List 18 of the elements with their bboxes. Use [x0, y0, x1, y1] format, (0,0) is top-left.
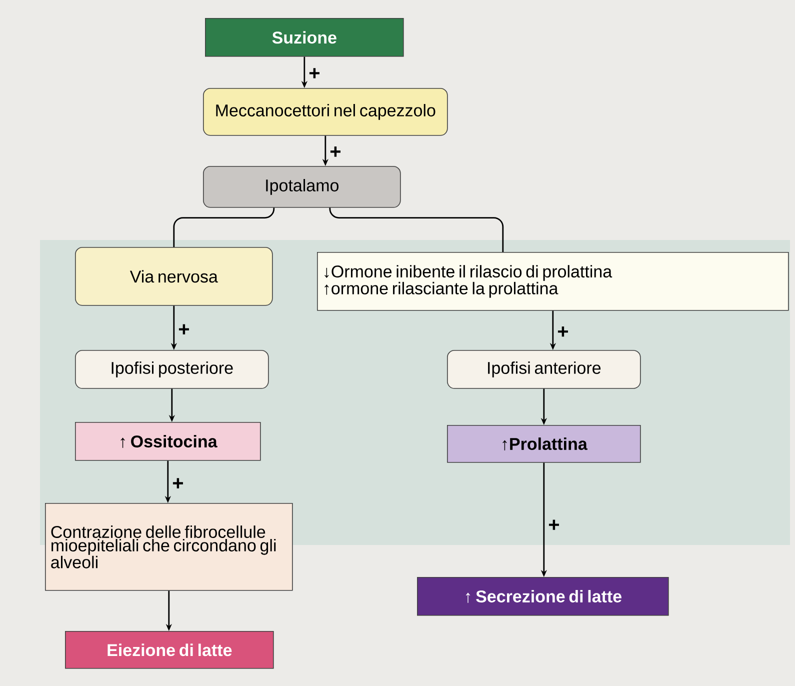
edge-label: + — [330, 146, 340, 157]
edge-label: + — [172, 478, 183, 488]
edge-label: + — [309, 68, 320, 78]
process-box: Eiezione di latte — [65, 631, 274, 669]
process-box: Ipofisi anteriore — [447, 350, 641, 389]
process-box: ↑ Ossitocina — [75, 422, 261, 461]
process-box: Suzione — [205, 18, 404, 57]
process-box: Ipotalamo — [203, 166, 401, 208]
process-box: ↓Ormone inibente il rilascio di prolattina ↑ormone rilasciante la prolattina — [317, 252, 789, 311]
process-box: ↑ Secrezione di latte — [417, 577, 669, 616]
process-box: Contrazione delle fibrocellule mioepiteliali che circondano gli alveoli — [45, 503, 293, 591]
process-box: Meccanocettori nel capezzolo — [203, 88, 448, 136]
edge-label: + — [558, 326, 568, 337]
process-box: ↑Prolattina — [447, 425, 641, 463]
edge-label: + — [548, 520, 559, 530]
edge-label: + — [178, 324, 189, 334]
process-box: Ipofisi posteriore — [75, 350, 269, 389]
process-box: Via nervosa — [75, 247, 273, 306]
